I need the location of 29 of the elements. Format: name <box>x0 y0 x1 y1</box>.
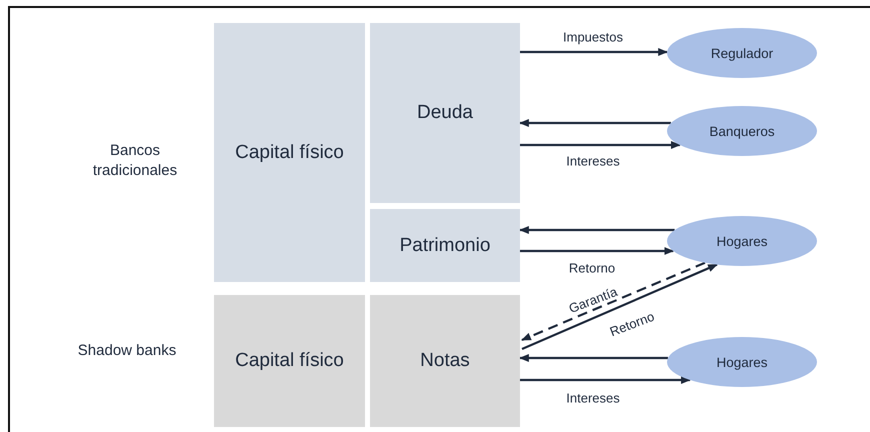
row-label: Bancos tradicionales <box>92 141 178 182</box>
node-label: Banqueros <box>709 124 775 138</box>
node-label: Hogares <box>716 234 768 248</box>
balance-block <box>370 295 520 427</box>
arrow <box>519 354 668 362</box>
arrow <box>522 264 718 350</box>
arrow <box>520 141 681 149</box>
edge-label: Impuestos <box>561 30 625 44</box>
node-label: Capital físico <box>235 350 344 372</box>
arrow <box>519 119 671 127</box>
edge-label: Retorno <box>566 260 618 276</box>
balance-block <box>370 23 520 203</box>
node-label: Regulador <box>710 46 774 60</box>
balance-block <box>370 209 520 282</box>
edge-label: Intereses <box>564 154 622 168</box>
arrow <box>519 226 675 234</box>
node-label: Patrimonio <box>400 234 490 256</box>
arrow <box>521 262 706 342</box>
node-label: Notas <box>420 350 470 372</box>
arrow <box>520 48 668 56</box>
node-label: Hogares <box>716 354 768 370</box>
arrow <box>520 247 674 255</box>
node-label: Deuda <box>417 102 473 124</box>
balance-block <box>214 23 365 282</box>
edge-label: Intereses <box>564 390 622 406</box>
row-label: Shadow banks <box>76 341 178 361</box>
balance-block <box>214 295 365 427</box>
arrow <box>520 376 691 384</box>
node-label: Capital físico <box>235 142 344 164</box>
